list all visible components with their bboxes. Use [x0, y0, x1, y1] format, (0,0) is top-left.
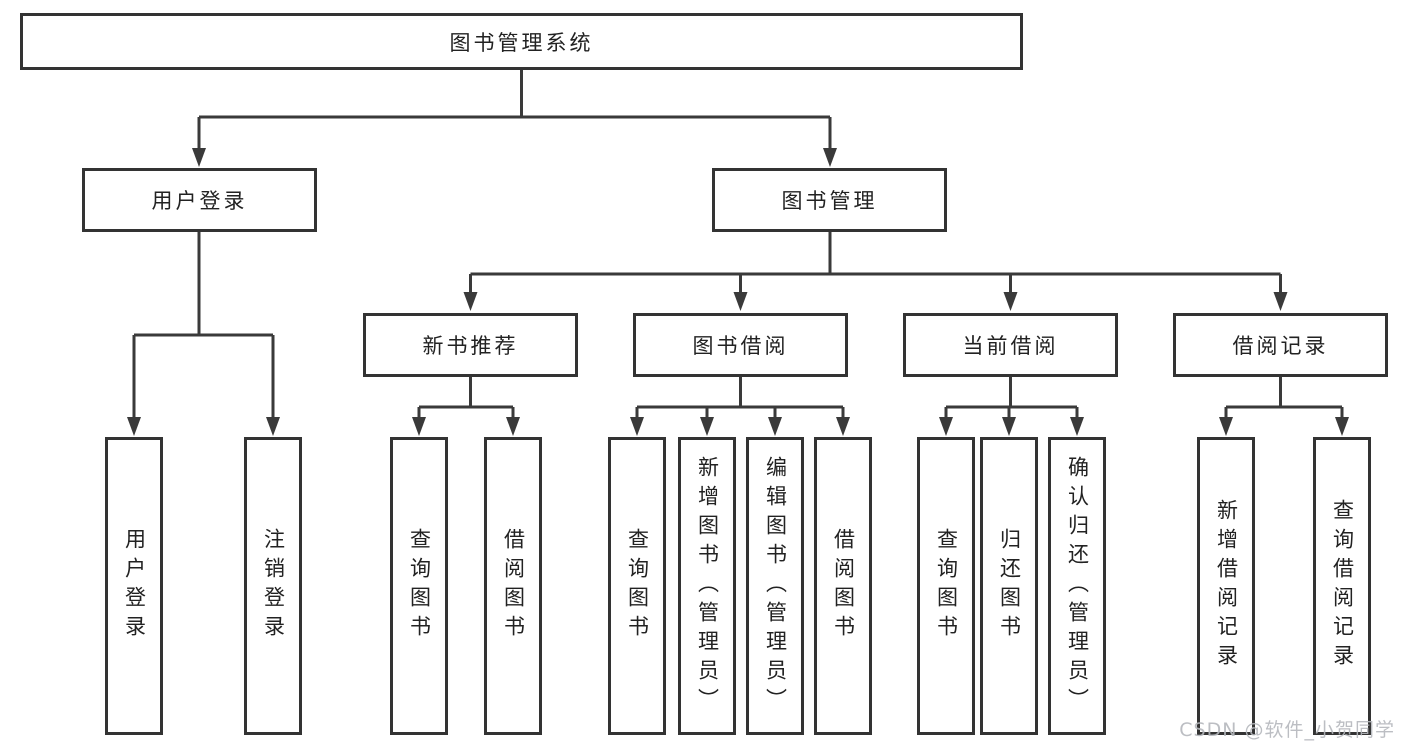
leaf-br-add-record: 新增借阅记录	[1197, 437, 1255, 735]
leaf-cb-return-book: 归还图书	[980, 437, 1038, 735]
arrowhead-leaf-bb-add	[700, 417, 714, 436]
leaf-cb-confirm-return-admin-label: 确认归还（管理员）	[1065, 455, 1090, 717]
arrowhead-borrow-record	[1273, 292, 1288, 311]
node-current-borrow: 当前借阅	[903, 313, 1118, 377]
arrowhead-leaf-cb-query	[939, 417, 953, 436]
leaf-nb-query-book: 查询图书	[390, 437, 448, 735]
arrowhead-current-borrow	[1003, 292, 1018, 311]
arrowhead-leaf-bb-borrow	[836, 417, 850, 436]
node-borrow-records: 借阅记录	[1173, 313, 1388, 377]
leaf-nb-query-book-label: 查询图书	[407, 528, 432, 644]
arrowheads	[127, 148, 1349, 436]
arrowhead-user-login	[192, 148, 206, 167]
arrowhead-book-borrow	[733, 292, 748, 311]
leaf-br-query-record-label: 查询借阅记录	[1330, 499, 1355, 673]
leaf-bb-borrow-book: 借阅图书	[814, 437, 872, 735]
arrowhead-leaf-br-query	[1335, 417, 1349, 436]
arrowhead-leaf-bb-edit	[768, 417, 782, 436]
leaf-bb-query-book: 查询图书	[608, 437, 666, 735]
arrowhead-leaf-cb-return	[1002, 417, 1016, 436]
node-new-book-recommend-label: 新书推荐	[422, 334, 519, 358]
leaf-bb-edit-book-admin-label: 编辑图书（管理员）	[763, 455, 788, 717]
arrowhead-leaf-br-add	[1219, 417, 1233, 436]
node-root: 图书管理系统	[20, 13, 1023, 70]
leaf-br-add-record-label: 新增借阅记录	[1214, 499, 1239, 673]
leaf-logout: 注销登录	[244, 437, 302, 735]
arrowhead-book-mgmt	[823, 148, 837, 167]
arrowhead-leaf-logout	[266, 417, 280, 436]
arrowhead-leaf-cb-confirm	[1070, 417, 1084, 436]
node-user-login: 用户登录	[82, 168, 317, 232]
arrowhead-leaf-bb-query	[630, 417, 644, 436]
node-current-borrow-label: 当前借阅	[962, 334, 1059, 358]
node-book-management: 图书管理	[712, 168, 947, 232]
csdn-watermark: CSDN @软件_小贺同学	[1179, 719, 1395, 741]
leaf-bb-edit-book-admin: 编辑图书（管理员）	[746, 437, 804, 735]
leaf-user-login: 用户登录	[105, 437, 163, 735]
leaf-br-query-record: 查询借阅记录	[1313, 437, 1371, 735]
leaf-user-login-label: 用户登录	[122, 528, 147, 644]
leaf-bb-query-book-label: 查询图书	[625, 528, 650, 644]
node-borrow-records-label: 借阅记录	[1232, 334, 1329, 358]
node-new-book-recommend: 新书推荐	[363, 313, 578, 377]
leaf-nb-borrow-book: 借阅图书	[484, 437, 542, 735]
node-book-management-label: 图书管理	[781, 189, 878, 213]
leaf-bb-add-book-admin: 新增图书（管理员）	[678, 437, 736, 735]
node-user-login-label: 用户登录	[151, 189, 248, 213]
leaf-logout-label: 注销登录	[261, 528, 286, 644]
leaf-bb-borrow-book-label: 借阅图书	[831, 528, 856, 644]
leaf-cb-return-book-label: 归还图书	[997, 528, 1022, 644]
node-book-borrow-label: 图书借阅	[692, 334, 789, 358]
arrowhead-leaf-nb-query	[412, 417, 426, 436]
leaf-cb-query-book-label: 查询图书	[934, 528, 959, 644]
leaf-cb-confirm-return-admin: 确认归还（管理员）	[1048, 437, 1106, 735]
node-root-label: 图书管理系统	[449, 30, 594, 55]
leaf-bb-add-book-admin-label: 新增图书（管理员）	[695, 455, 720, 717]
arrowhead-leaf-user-login	[127, 417, 141, 436]
leaf-nb-borrow-book-label: 借阅图书	[501, 528, 526, 644]
node-book-borrow: 图书借阅	[633, 313, 848, 377]
arrowhead-new-book	[463, 292, 478, 311]
arrowhead-leaf-nb-borrow	[506, 417, 520, 436]
leaf-cb-query-book: 查询图书	[917, 437, 975, 735]
